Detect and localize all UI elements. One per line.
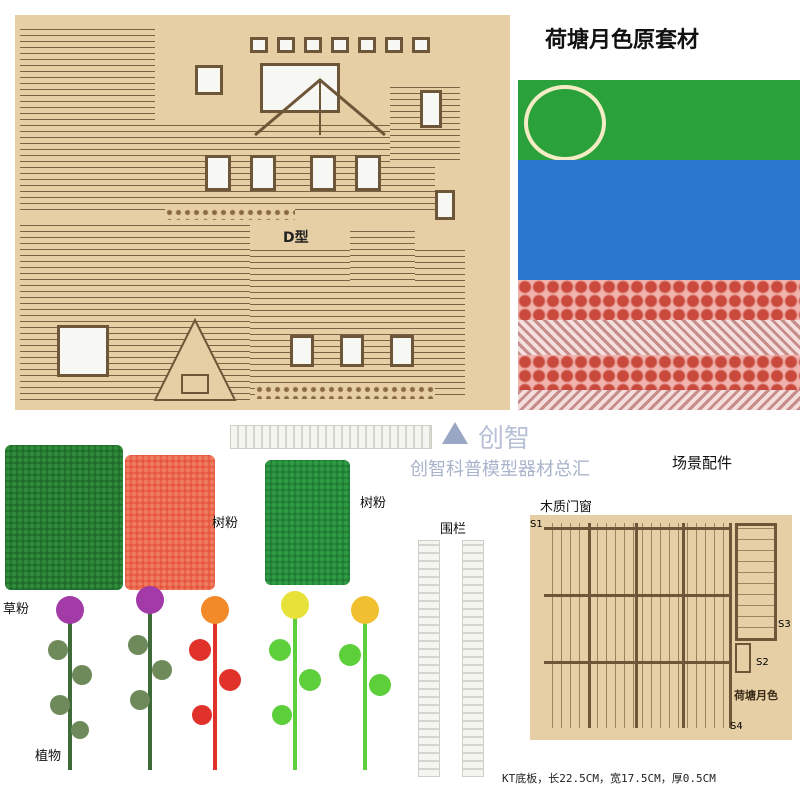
wooden-windows-sheet: S1 S2 S3 S4 荷塘月色 xyxy=(530,515,792,740)
label-grass-powder: 草粉 xyxy=(3,602,30,617)
label-fence: 围栏 xyxy=(440,522,467,537)
plant-purple xyxy=(128,586,172,770)
sheet-label-s3: S3 xyxy=(778,619,791,630)
stone-strip xyxy=(255,385,435,399)
window-grid xyxy=(544,523,732,728)
window-square xyxy=(57,325,109,377)
fence-vertical xyxy=(418,540,440,777)
small-window xyxy=(735,643,751,673)
fence-horizontal xyxy=(230,425,432,449)
window xyxy=(304,37,322,53)
scene-sheet xyxy=(518,80,800,410)
roof-gable-upper xyxy=(254,78,386,137)
sheet-label-s4: S4 xyxy=(730,721,743,732)
sheet-stamp: 荷塘月色 xyxy=(734,689,778,702)
plants-group xyxy=(48,586,391,770)
stone-strip xyxy=(165,208,295,220)
water-band xyxy=(518,160,800,280)
label-scene: 场景配件 xyxy=(672,454,733,472)
logo-icon xyxy=(442,422,468,444)
window xyxy=(205,155,231,191)
window xyxy=(420,90,442,128)
label-plants: 植物 xyxy=(35,749,62,764)
window xyxy=(358,37,376,53)
label-wood-windows: 木质门窗 xyxy=(540,500,593,515)
tree-powder-green-pack xyxy=(265,460,350,585)
sheet-label-s1: S1 xyxy=(530,519,543,530)
board-mark: D型 xyxy=(283,230,309,246)
watermark-company: 创智科普模型器材总汇 xyxy=(410,459,590,480)
window xyxy=(340,335,364,367)
label-tree-powder-2: 树粉 xyxy=(360,496,387,511)
window xyxy=(412,37,430,53)
plant-purple xyxy=(48,596,92,770)
base-board-caption: KT底板，长22.5CM，宽17.5CM，厚0.5CM xyxy=(502,772,716,785)
flower-band xyxy=(518,355,800,390)
flower-band xyxy=(518,280,800,320)
window xyxy=(250,37,268,53)
grass-powder-pack xyxy=(5,445,123,590)
plant-green xyxy=(269,591,321,770)
wall-panel-center xyxy=(150,120,435,215)
window xyxy=(310,155,336,191)
sheet-label-s2: S2 xyxy=(756,657,769,668)
brick-band xyxy=(518,390,800,410)
window xyxy=(331,37,349,53)
plant-green xyxy=(339,596,391,770)
wooden-house-board: D型 xyxy=(15,15,510,410)
watermark-logo xyxy=(440,420,470,446)
window xyxy=(277,37,295,53)
roof-gable xyxy=(153,317,237,401)
window xyxy=(355,155,381,191)
window xyxy=(385,37,403,53)
window xyxy=(290,335,314,367)
page-title: 荷塘月色原套材 xyxy=(545,28,700,53)
window-large xyxy=(260,63,340,113)
roof-panel-left xyxy=(20,25,155,215)
label-tree-powder-1: 树粉 xyxy=(212,516,239,531)
brick-band xyxy=(518,320,800,355)
window xyxy=(435,190,455,220)
pond-circle xyxy=(524,85,606,161)
window xyxy=(250,155,276,191)
small-panel xyxy=(350,230,415,285)
tree-powder-red-pack xyxy=(125,455,215,590)
window xyxy=(195,65,223,95)
fence-vertical xyxy=(462,540,484,777)
watermark-logo-text: 创智 xyxy=(478,424,531,454)
window xyxy=(390,335,414,367)
plant-red xyxy=(189,596,241,770)
door-frame xyxy=(735,523,777,641)
